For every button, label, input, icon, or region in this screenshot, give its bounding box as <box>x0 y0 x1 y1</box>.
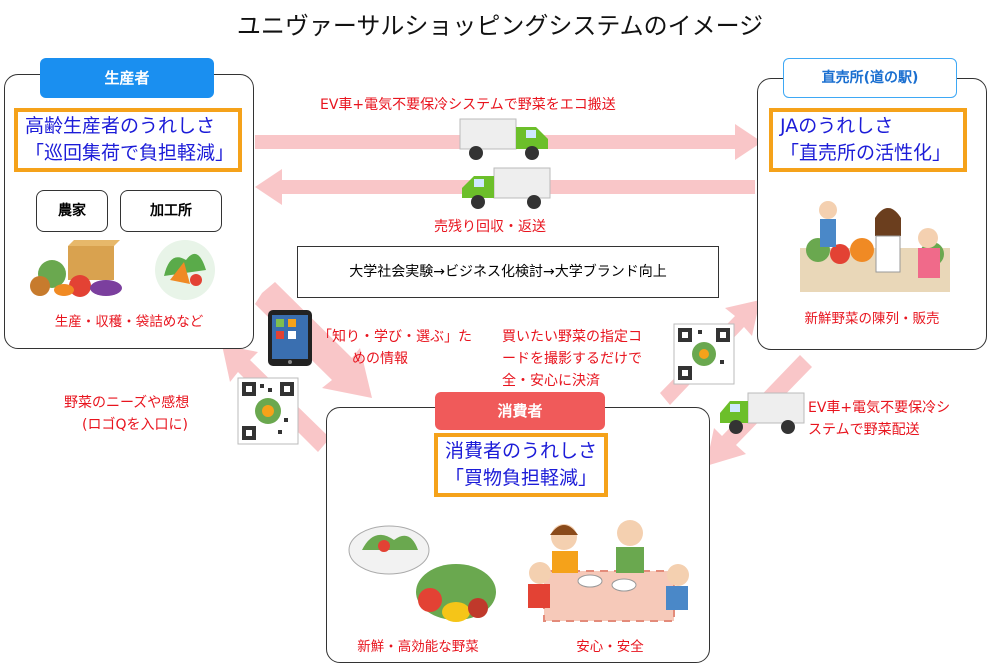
salad-illustration <box>348 525 496 622</box>
needs-line2: (ロゴQを入口に) <box>82 417 188 433</box>
page-title: ユニヴァーサルショッピングシステムのイメージ <box>236 12 764 40</box>
consumer-joy-line1: 消費者のうれしさ <box>445 440 598 462</box>
payment-line2: ードを撮影するだけで <box>502 351 642 367</box>
salad-bowl-illustration <box>155 240 215 300</box>
consumer-tab: 消費者 <box>435 392 605 430</box>
family-dinner-illustration <box>528 520 689 622</box>
payment-line1: 買いたい野菜の指定コ <box>502 329 642 345</box>
truck-icon <box>459 118 548 160</box>
vegetables-illustration <box>30 240 122 297</box>
delivery-line1: EV車+電気不要保冷シ <box>808 400 951 416</box>
needs-text: 野菜のニーズや感想 (ロゴQを入口に) <box>64 392 189 436</box>
truck-icon <box>462 167 551 209</box>
producer-joy-line2: 「巡回集荷で負担軽減」 <box>25 142 235 164</box>
consumer-caption-left: 新鮮・高効能な野菜 <box>357 639 479 655</box>
producer-caption: 生産・収穫・袋詰めなど <box>54 314 204 330</box>
return-label: 売残り回収・返送 <box>434 219 546 235</box>
info-line2: めの情報 <box>352 351 408 367</box>
info-line1: 「知り・学び・選ぶ」た <box>318 329 472 345</box>
station-joy: JAのうれしさ 「直売所の活性化」 <box>769 108 967 172</box>
producer-tab: 生産者 <box>40 58 214 98</box>
qr-code-icon <box>237 377 299 445</box>
station-joy-line2: 「直売所の活性化」 <box>780 142 952 164</box>
payment-line3: 全・安心に決済 <box>502 373 600 389</box>
market-illustration <box>800 201 950 292</box>
qr-code-icon <box>673 323 735 385</box>
producer-joy-line1: 高齢生産者のうれしさ <box>25 115 216 137</box>
process-box: 大学社会実験→ビジネス化検討→大学ブランド向上 <box>297 246 719 298</box>
delivery-line2: ステムで野菜配送 <box>808 422 920 438</box>
payment-text: 買いたい野菜の指定コ ードを撮影するだけで 全・安心に決済 <box>502 326 642 392</box>
delivery-text: EV車+電気不要保冷シ ステムで野菜配送 <box>808 397 950 441</box>
truck-icon <box>720 392 805 434</box>
top-transport-label: EV車+電気不要保冷システムで野菜をエコ搬送 <box>320 97 616 113</box>
tablet-icon <box>268 310 312 366</box>
station-caption: 新鮮野菜の陳列・販売 <box>804 311 940 327</box>
factory-button: 加工所 <box>120 190 222 232</box>
station-joy-line1: JAのうれしさ <box>780 115 894 137</box>
consumer-caption-right: 安心・安全 <box>576 639 644 655</box>
consumer-joy: 消費者のうれしさ 「買物負担軽減」 <box>434 433 608 497</box>
info-text: 「知り・学び・選ぶ」た めの情報 <box>318 326 472 370</box>
farm-button: 農家 <box>36 190 108 232</box>
station-tab: 直売所(道の駅) <box>783 58 957 98</box>
consumer-joy-line2: 「買物負担軽減」 <box>445 467 598 489</box>
producer-joy: 高齢生産者のうれしさ 「巡回集荷で負担軽減」 <box>14 108 242 172</box>
needs-line1: 野菜のニーズや感想 <box>64 395 190 411</box>
